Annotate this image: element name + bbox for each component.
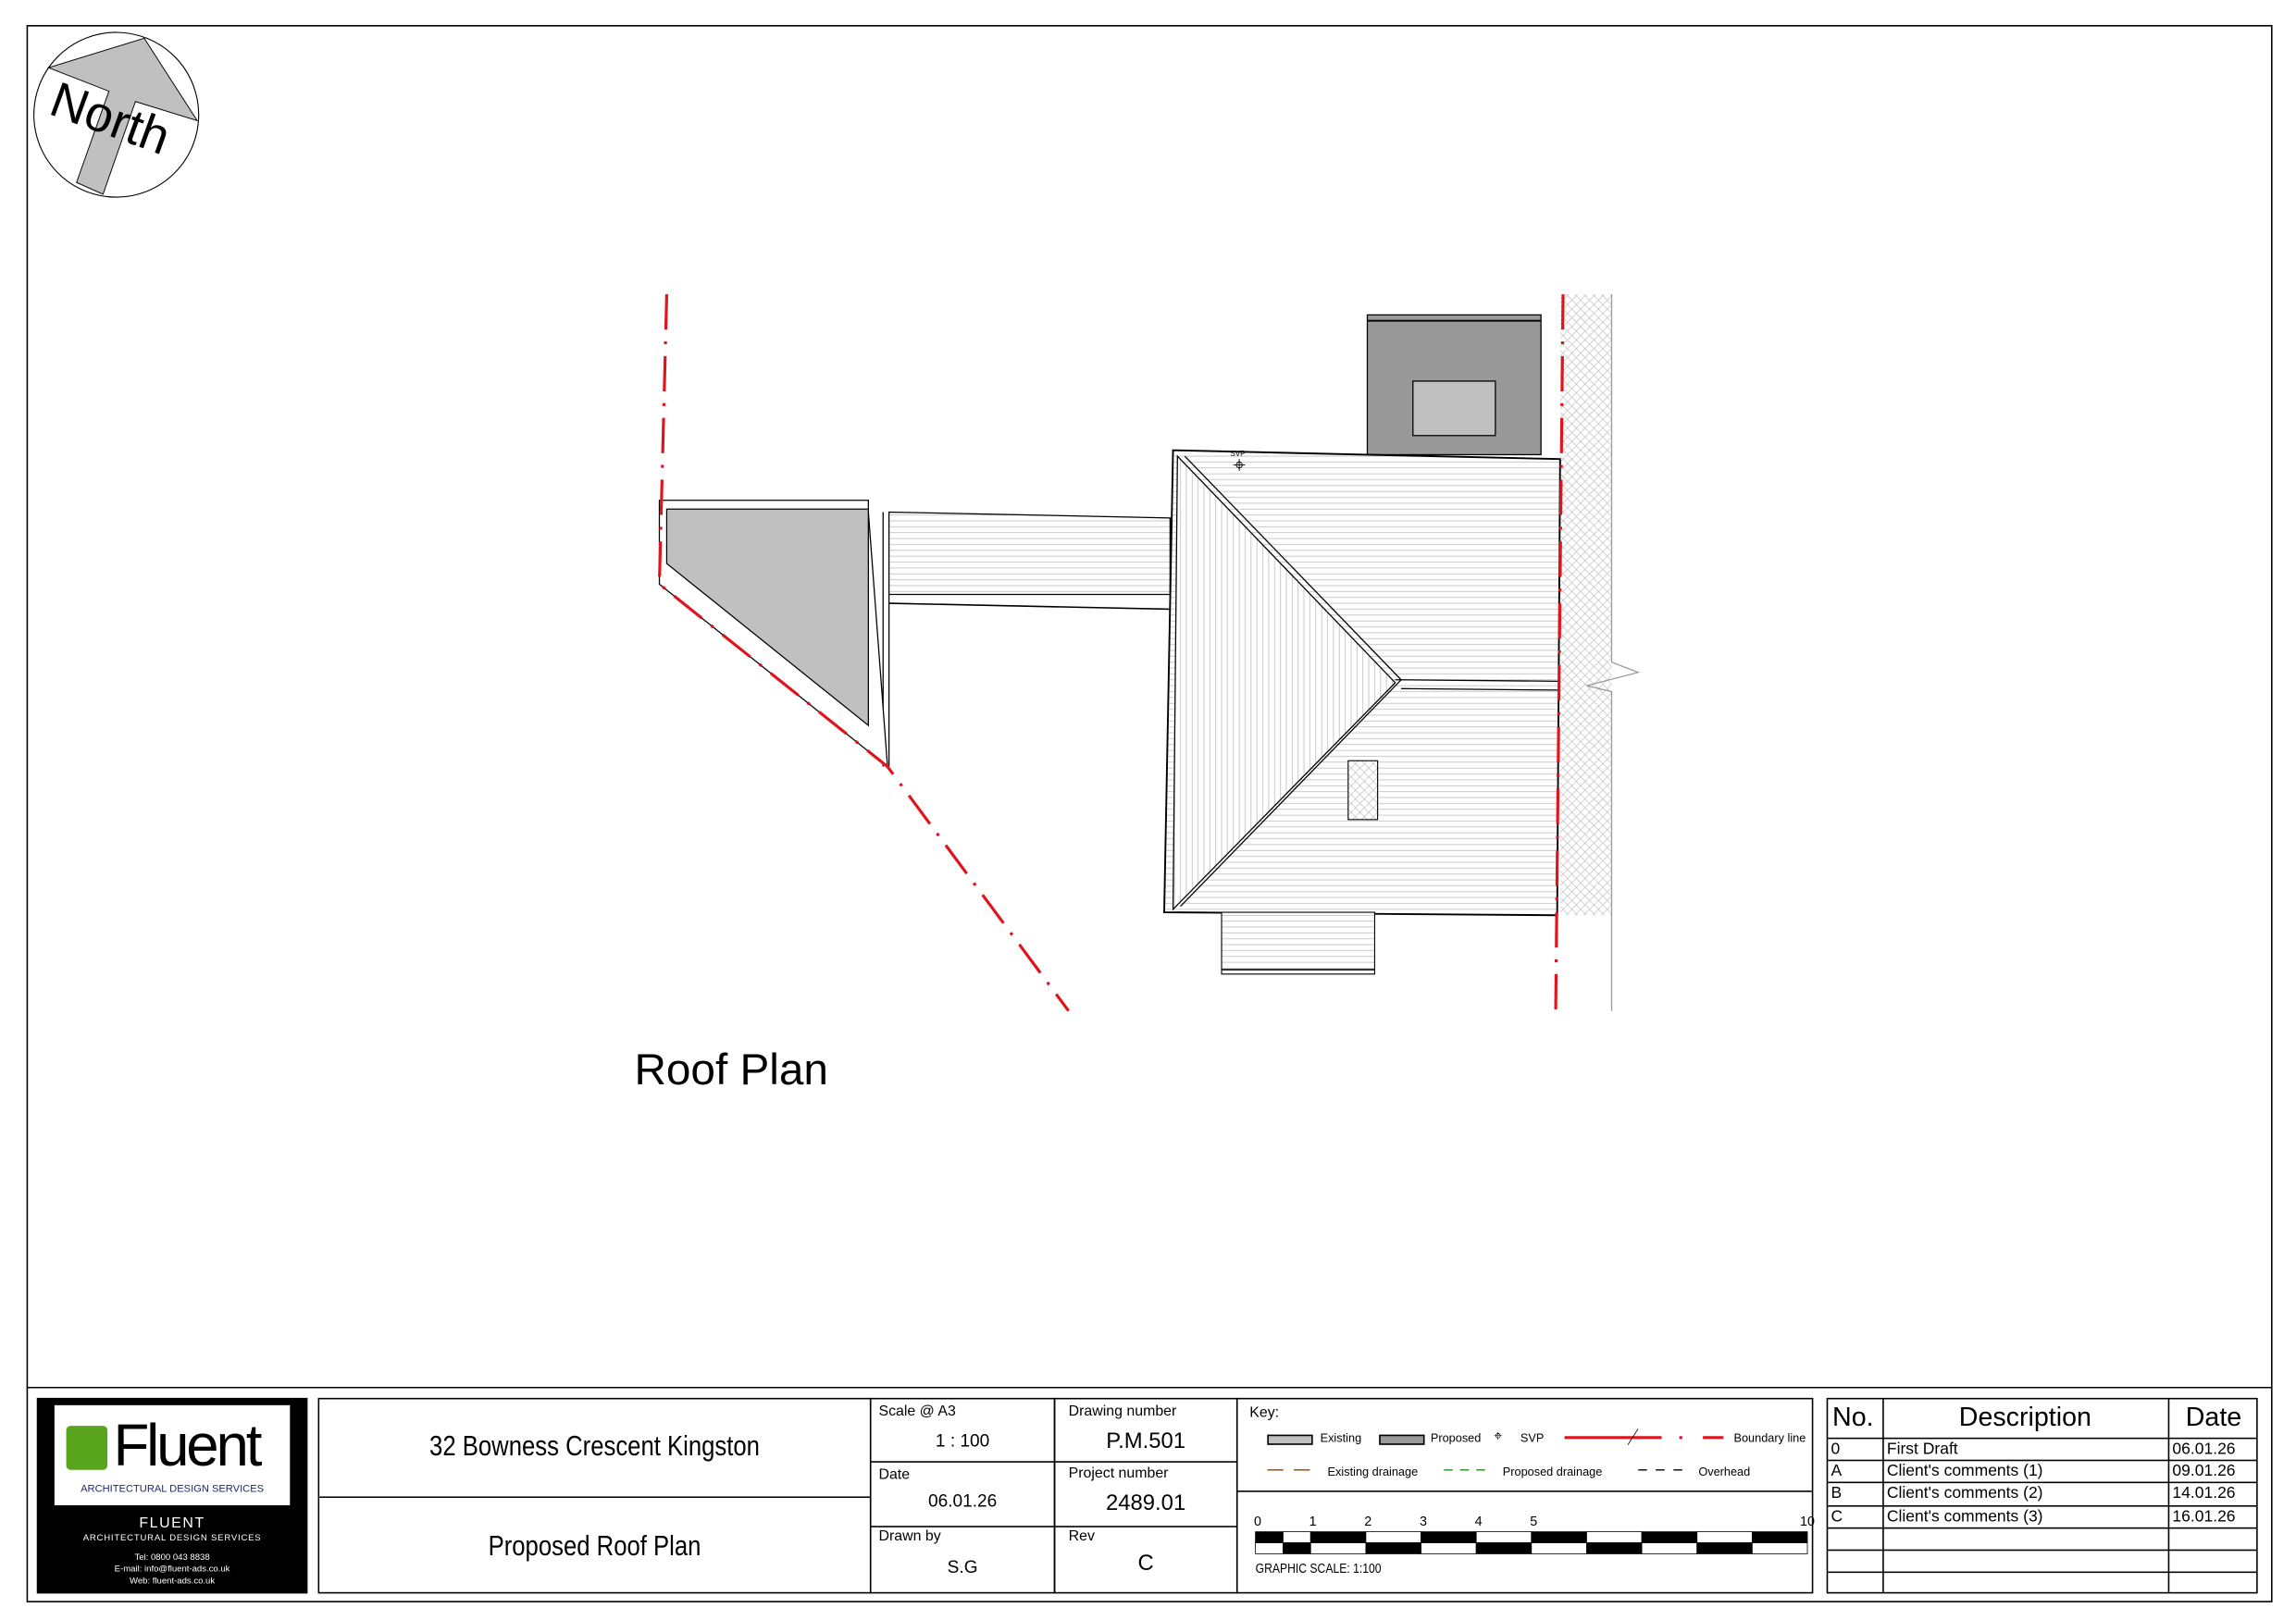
revision-description: Client's comments (3): [1886, 1507, 2043, 1526]
drawn-by-label: Drawn by: [878, 1528, 941, 1545]
key-existing: Existing: [1320, 1431, 1362, 1445]
revision-date: 16.01.26: [2172, 1507, 2236, 1526]
revision-row: A Client's comments (1) 09.01.26: [1828, 1459, 2257, 1483]
key-overhead: Overhead: [1698, 1465, 1751, 1479]
overhead-swatch: [1638, 1469, 1686, 1471]
revision-no: C: [1831, 1507, 1843, 1526]
scale-tick-label: 10: [1800, 1514, 1815, 1529]
company-email[interactable]: E-mail: info@fluent-ads.co.uk: [114, 1565, 230, 1575]
scale-tick-label: 3: [1419, 1514, 1427, 1529]
svp-icon: ⌖: [1494, 1428, 1503, 1445]
project-address: 32 Bowness Crescent Kingston: [429, 1431, 760, 1463]
company-name: FLUENT: [139, 1515, 205, 1532]
company-tel: Tel: 0800 043 8838: [134, 1553, 210, 1564]
logo-tagline: ARCHITECTURAL DESIGN SERVICES: [81, 1484, 265, 1495]
revision-description: Client's comments (1): [1886, 1463, 2043, 1481]
house-icon: [66, 1426, 108, 1470]
scale-tick-label: 0: [1254, 1514, 1261, 1529]
title-box: 32 Bowness Crescent Kingston Proposed Ro…: [317, 1397, 872, 1594]
scale-label: Scale @ A3: [878, 1404, 956, 1420]
svp-icon: [1233, 459, 1246, 471]
key-panel: Key: Existing Proposed ⌖ SVP Boundary li…: [1235, 1397, 1815, 1594]
revision-description: Client's comments (2): [1886, 1485, 2043, 1503]
company-logo: Fluent ARCHITECTURAL DESIGN SERVICES FLU…: [36, 1397, 308, 1594]
drawing-name: Proposed Roof Plan: [488, 1531, 701, 1564]
existing-side-roof: [658, 500, 888, 769]
proposed-swatch: [1379, 1434, 1425, 1445]
neighbour-property: [1559, 294, 1641, 1011]
key-existing-drainage: Existing drainage: [1327, 1465, 1419, 1479]
key-title: Key:: [1249, 1404, 1280, 1422]
existing-drainage-swatch: [1267, 1469, 1312, 1471]
revision-description: First Draft: [1886, 1441, 1958, 1459]
revision-no: 0: [1831, 1441, 1841, 1459]
scale-date-drawnby: Scale @ A3 1 : 100 Date 06.01.26 Drawn b…: [869, 1397, 1056, 1594]
revision-row: [1828, 1571, 2257, 1595]
sheet-border: [26, 25, 2273, 1602]
company-web[interactable]: Web: fluent-ads.co.uk: [130, 1577, 216, 1587]
graphic-scale-bar: [1255, 1531, 1808, 1554]
revision-row: [1828, 1549, 2257, 1573]
drawing-title: Roof Plan: [634, 1045, 827, 1094]
proposed-dormer: [1366, 314, 1542, 456]
key-proposed-drainage: Proposed drainage: [1502, 1465, 1603, 1479]
link-roof: [882, 511, 1172, 767]
north-arrow: North: [33, 31, 200, 198]
svp-label: SVP: [1231, 450, 1246, 458]
scale-tick-label: 1: [1309, 1514, 1317, 1529]
revision-row: C Client's comments (3) 16.01.26: [1828, 1504, 2257, 1527]
scale-bar-cell: [1751, 1542, 1808, 1554]
drawn-by-value: S.G: [947, 1556, 978, 1577]
revision-no: A: [1831, 1463, 1843, 1481]
revision-row: B Client's comments (2) 14.01.26: [1828, 1482, 2257, 1505]
project-number-label: Project number: [1068, 1465, 1169, 1482]
key-proposed: Proposed: [1430, 1431, 1482, 1445]
date-label: Date: [878, 1466, 911, 1484]
scale-value: 1 : 100: [935, 1429, 990, 1452]
rooflight: [1412, 380, 1496, 437]
revision-row: 0 First Draft 06.01.26: [1828, 1437, 2257, 1461]
proposed-drainage-swatch: [1444, 1469, 1488, 1471]
scale-tick-label: 5: [1530, 1514, 1538, 1529]
company-sub: ARCHITECTURAL DESIGN SERVICES: [82, 1534, 262, 1544]
chimney: [1347, 760, 1379, 821]
rev-label: Rev: [1068, 1528, 1095, 1545]
logo-panel: Fluent ARCHITECTURAL DESIGN SERVICES: [54, 1404, 291, 1505]
existing-swatch: [1267, 1434, 1313, 1445]
scale-tick-label: 2: [1364, 1514, 1372, 1529]
boundary-lines: [657, 294, 1565, 1012]
key-svp: SVP: [1520, 1431, 1545, 1445]
rev-header-no: No.: [1832, 1402, 1874, 1432]
main-hip-roof: SVP: [1163, 449, 1561, 917]
boundary-line-swatch: [1564, 1428, 1724, 1445]
scale-tick-label: 4: [1474, 1514, 1483, 1529]
rev-header-description: Description: [1958, 1402, 2091, 1432]
existing-roof-fill: [665, 508, 869, 727]
drawing-project-rev: Drawing number P.M.501 Project number 24…: [1053, 1397, 1238, 1594]
drawing-number-value: P.M.501: [1106, 1428, 1186, 1454]
north-arrow-icon: [47, 37, 199, 195]
logo-brand: Fluent: [113, 1414, 262, 1479]
rev-value: C: [1137, 1551, 1154, 1577]
revision-date: 09.01.26: [2172, 1463, 2236, 1481]
graphic-scale-caption: GRAPHIC SCALE: 1:100: [1255, 1561, 1382, 1577]
revision-table: No. Description Date 0 First Draft 06.01.2…: [1826, 1397, 2258, 1595]
revision-no: B: [1831, 1485, 1843, 1503]
revision-row: [1828, 1527, 2257, 1551]
revision-date: 06.01.26: [2172, 1441, 2236, 1459]
rev-header-date: Date: [2185, 1402, 2242, 1432]
project-number-value: 2489.01: [1105, 1490, 1186, 1516]
revision-date: 14.01.26: [2172, 1485, 2236, 1503]
date-value: 06.01.26: [927, 1490, 998, 1512]
key-boundary: Boundary line: [1733, 1431, 1806, 1445]
rear-bay: [1221, 911, 1375, 975]
drawing-number-label: Drawing number: [1068, 1404, 1177, 1420]
